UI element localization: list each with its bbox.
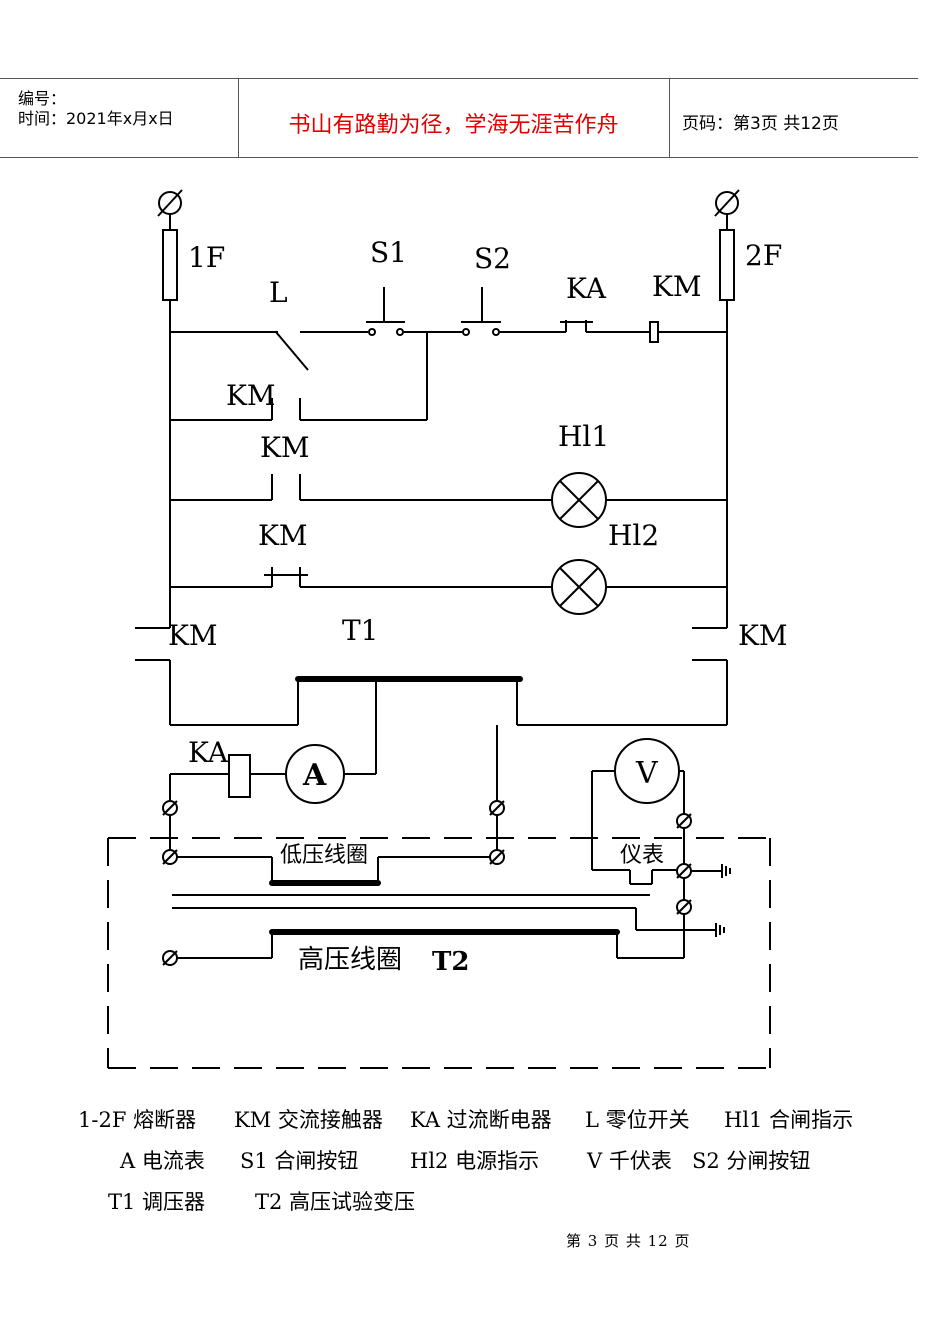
legend-v: V 千伏表 [587,1149,672,1173]
label-km-left: KM [168,619,218,652]
label-1f: 1F [188,241,225,274]
legend-t2: T2 高压试验变压 [255,1190,416,1214]
legend-fuse: 1-2F 熔断器 [78,1108,197,1132]
legend-s1: S1 合闸按钮 [240,1149,359,1173]
legend-s2: S2 分闸按钮 [692,1149,811,1173]
label-l: L [269,276,288,309]
label-h12: Hl2 [608,519,659,552]
label-instrument: 仪表 [620,843,664,868]
legend-a: A 电流表 [120,1149,205,1173]
label-s1: S1 [370,236,407,269]
page-header: 编号： 时间：2021年x月x日 书山有路勤为径，学海无涯苦作舟 页码：第3页 … [0,78,918,158]
header-motto-cell: 书山有路勤为径，学海无涯苦作舟 [238,79,670,157]
legend-h12: Hl2 电源指示 [410,1149,540,1173]
label-km-h12: KM [258,519,308,552]
label-ammeter: A [302,758,327,793]
label-ka-coil: KA [188,736,229,769]
page-label: 页码：第3页 共12页 [682,114,839,134]
contact-km-top [649,321,659,343]
label-s2: S2 [474,242,511,275]
label-voltmeter: V [635,756,659,791]
header-page-cell: 页码：第3页 共12页 [670,79,918,157]
label-high-coil: 高压线圈 [298,945,402,975]
label-2f: 2F [745,239,782,272]
label-km-h11: KM [260,431,310,464]
switch-l [275,331,309,371]
legend-ka: KA 过流断电器 [410,1108,552,1132]
number-label: 编号： [18,89,67,108]
label-t1: T1 [342,614,379,647]
label-low-coil: 低压线圈 [280,843,368,868]
label-t2: T2 [432,947,469,977]
label-km-top: KM [652,270,702,303]
legend-km: KM 交流接触器 [234,1108,383,1132]
legend-l: L 零位开关 [585,1108,690,1132]
legend-t1: T1 调压器 [108,1190,206,1214]
legend-h11: Hl1 合闸指示 [724,1108,854,1132]
date-label: 时间：2021年x月x日 [18,109,174,128]
motto-text: 书山有路勤为径，学海无涯苦作舟 [288,113,619,138]
header-info-cell: 编号： 时间：2021年x月x日 [0,79,239,157]
fuse-2f [719,229,735,301]
label-h11: Hl1 [558,420,609,453]
label-ka-top: KA [566,272,607,305]
page-footer: 第 3 页 共 12 页 [566,1232,691,1250]
label-km-hold: KM [226,379,276,412]
circuit-diagram: 1F 2F S1 S2 L KA KM KM KM Hl1 KM Hl2 KM … [107,189,788,1069]
coil-ka [228,754,251,798]
fuse-1f [162,229,178,301]
label-km-right: KM [738,619,788,652]
